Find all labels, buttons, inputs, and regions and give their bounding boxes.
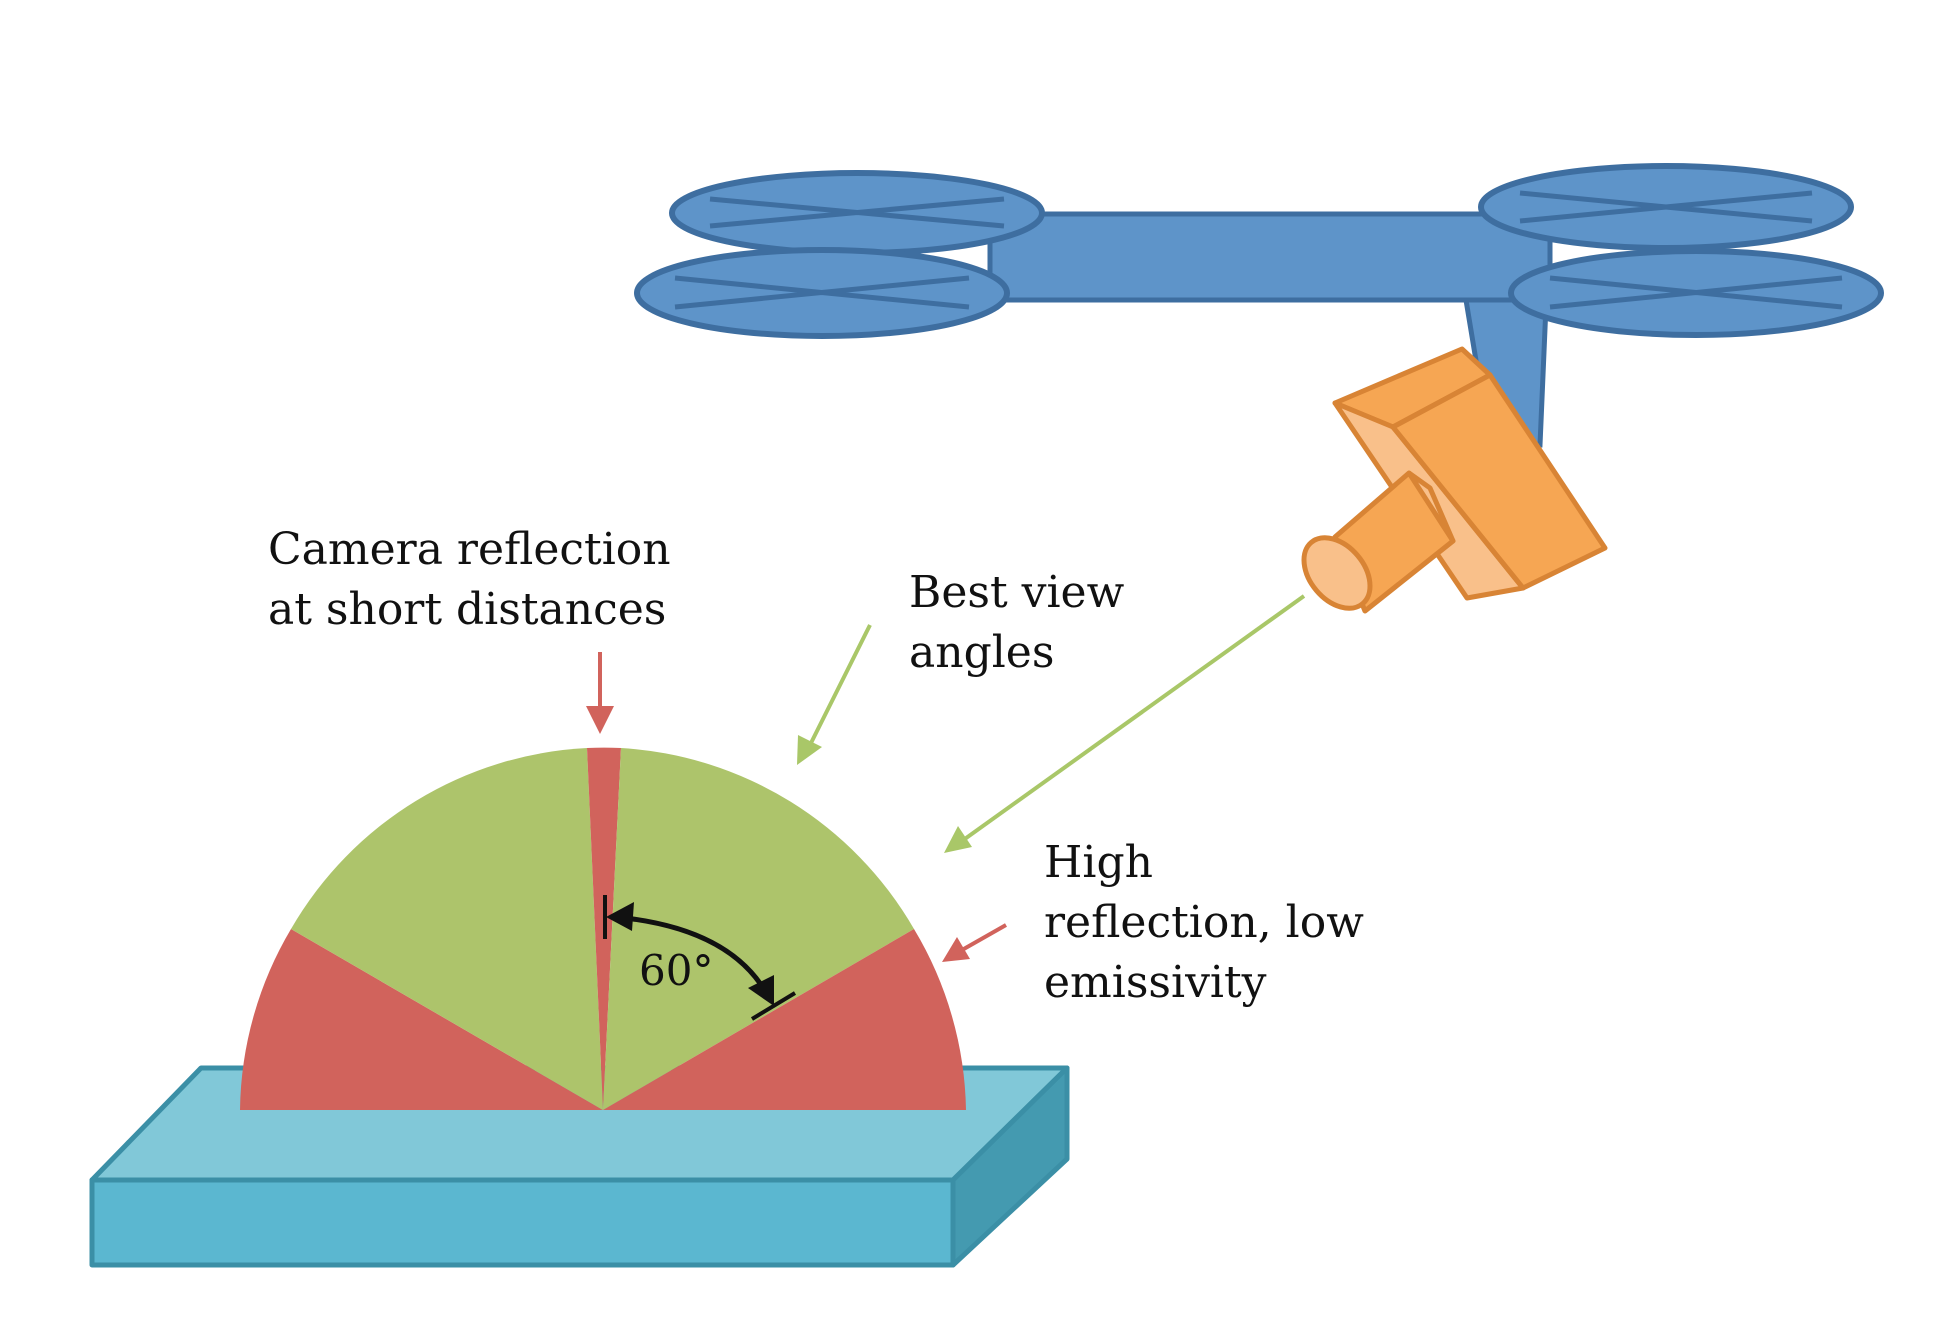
zone-left-high-reflection xyxy=(240,929,603,1110)
high-reflection-line-3: emissivity xyxy=(1044,957,1267,1008)
angle-arc xyxy=(615,914,771,998)
rotor-back-left xyxy=(669,170,1045,256)
drone-icon xyxy=(634,163,1884,448)
zone-left-best-view xyxy=(291,748,603,1110)
zone-right-best-view xyxy=(603,748,914,1110)
high-reflection-arrow xyxy=(961,923,1007,952)
rotor-front-left xyxy=(634,247,1010,339)
best-view-arrowhead xyxy=(797,735,822,765)
rotor-back-right xyxy=(1478,163,1854,251)
label-camera-reflection: Camera reflection at short distances xyxy=(268,524,685,734)
camera-view-arrow xyxy=(953,594,1306,848)
camera-reflection-line-2: at short distances xyxy=(268,584,666,635)
svg-text:Best view angles: Best view angles xyxy=(909,567,1138,678)
best-view-line-1: Best view xyxy=(909,567,1125,618)
camera-reflection-line-1: Camera reflection xyxy=(268,524,671,575)
high-reflection-line-2: reflection, low xyxy=(1044,897,1364,948)
angle-arrow-end xyxy=(748,975,774,1006)
high-reflection-arrowhead xyxy=(942,937,970,962)
zone-right-high-reflection xyxy=(603,929,966,1110)
svg-text:High reflection, low: High reflection, low emissivity xyxy=(1044,837,1378,1008)
angle-label: 60° xyxy=(639,946,713,995)
block-front-face xyxy=(89,1177,956,1268)
drone-arm xyxy=(987,211,1553,303)
best-view-arrow xyxy=(808,624,872,746)
svg-text:Camera reflection at sho: Camera reflection at short distances xyxy=(268,524,685,635)
label-best-view-angles: Best view angles xyxy=(797,567,1138,765)
camera-reflection-arrowhead xyxy=(586,706,614,734)
thermal-camera-icon xyxy=(1301,346,1608,614)
high-reflection-line-1: High xyxy=(1044,837,1153,888)
label-high-reflection: High reflection, low emissivity xyxy=(942,837,1378,1008)
best-view-line-2: angles xyxy=(909,627,1054,678)
angle-indicator: 60° xyxy=(603,895,797,1021)
camera-view-arrowhead xyxy=(944,826,972,853)
angle-arrow-start xyxy=(606,902,634,931)
rotor-front-right xyxy=(1508,248,1884,338)
